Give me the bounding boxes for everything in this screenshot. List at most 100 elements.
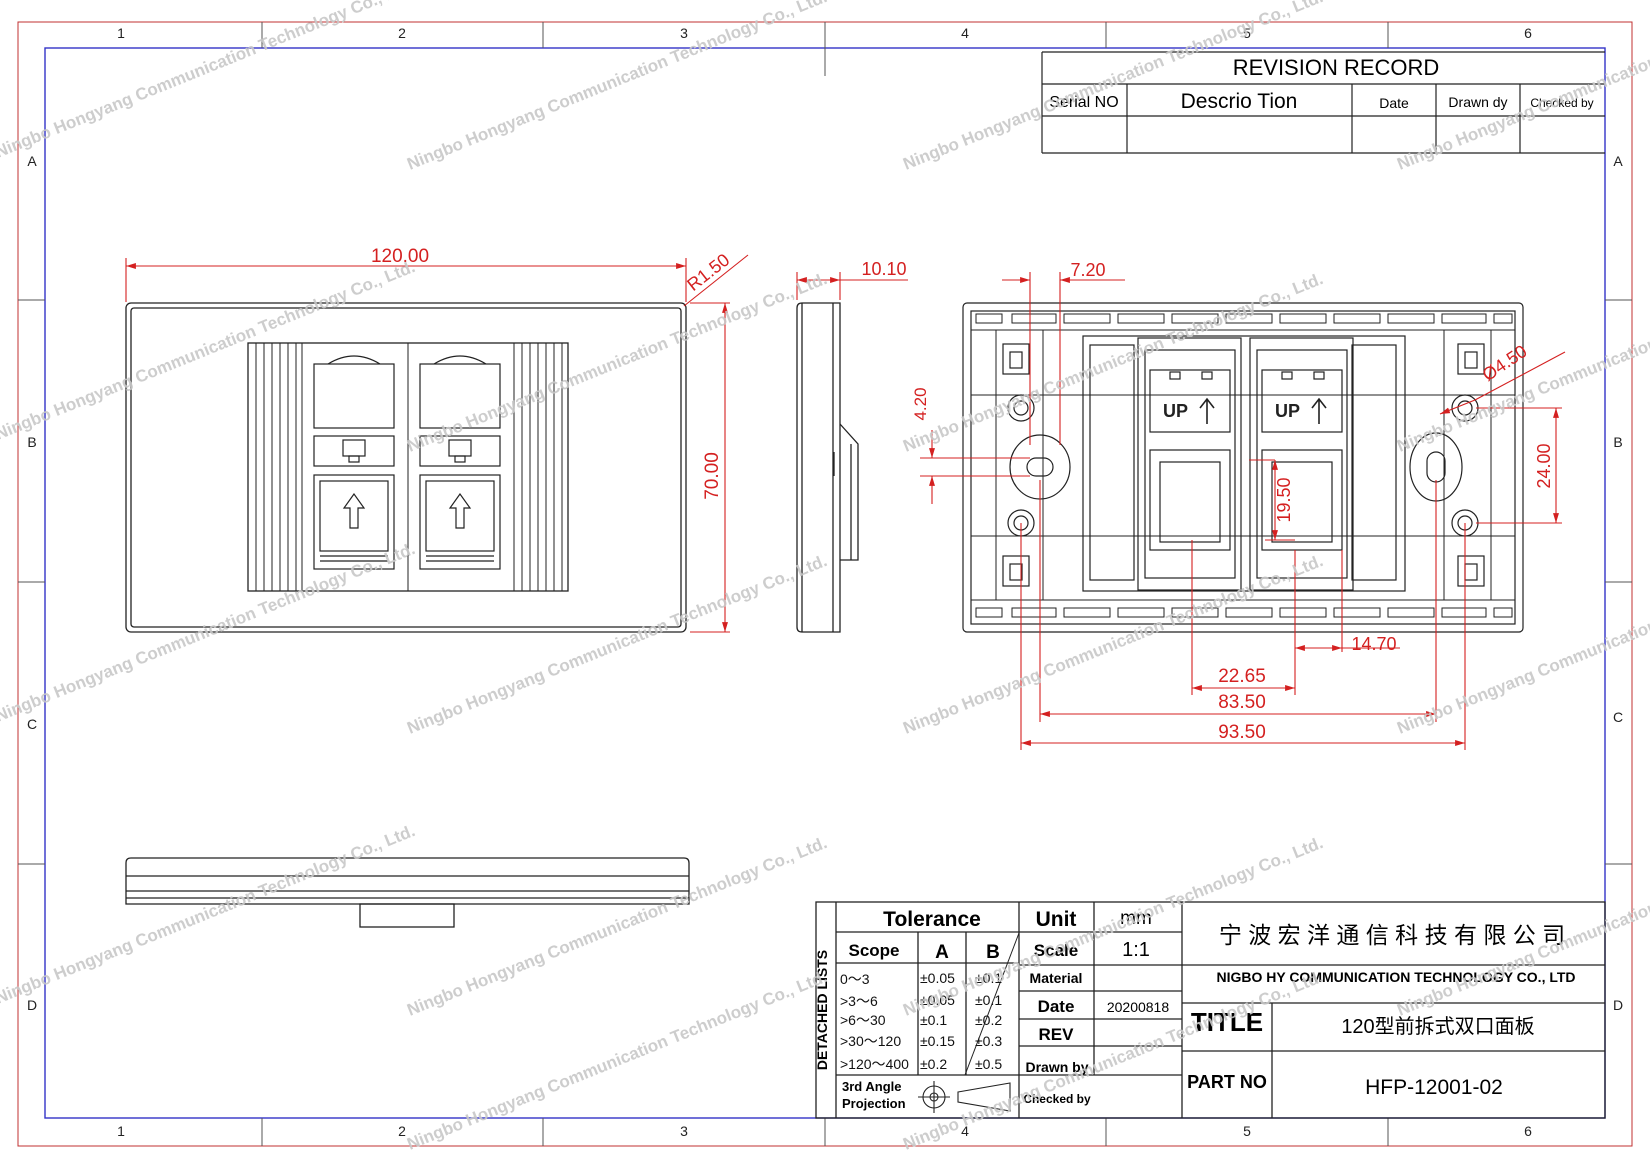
- col-label: 4: [961, 1123, 969, 1139]
- tolerance-b: ±0.3: [975, 1033, 1002, 1049]
- projection-label-1: 3rd Angle: [842, 1079, 901, 1094]
- date-value: 20200818: [1107, 999, 1170, 1015]
- drawing-title: 120型前拆式双口面板: [1341, 1015, 1534, 1038]
- watermark: Ningbo Hongyang Communication Technology…: [0, 0, 418, 162]
- scale-label: Scale: [1034, 941, 1078, 960]
- revision-header-date: Date: [1379, 95, 1409, 111]
- row-label: B: [1613, 434, 1622, 450]
- tolerance-scope: 0～3: [840, 971, 870, 987]
- front-view-dimensions: [125, 254, 749, 633]
- tolerance-scope: >3～6: [840, 993, 878, 1009]
- up-arrow-icon: [1199, 397, 1327, 424]
- dim-93-50: 93.50: [1218, 722, 1266, 743]
- up-label-right: UP: [1275, 401, 1300, 421]
- part-no-label: PART NO: [1187, 1072, 1267, 1092]
- tolerance-b: ±0.2: [975, 1012, 1002, 1028]
- company-name-en: NIGBO HY COMMUNICATION TECHNOLOGY CO., L…: [1216, 969, 1575, 985]
- col-label: 2: [398, 25, 406, 41]
- side-view-dimensions: [796, 272, 908, 300]
- watermark: Ningbo Hongyang Communication Technology…: [0, 257, 418, 444]
- row-label: B: [27, 434, 36, 450]
- row-label: C: [27, 716, 37, 732]
- title-label: TITLE: [1191, 1007, 1263, 1037]
- revision-header-checked: Checked by: [1530, 96, 1593, 110]
- unit-value: mm: [1120, 908, 1152, 929]
- dim-4-20: 4.20: [911, 387, 930, 420]
- tolerance-col-a: A: [935, 942, 949, 963]
- col-label: 6: [1524, 1123, 1532, 1139]
- scale-value: 1:1: [1122, 939, 1150, 961]
- up-label-left: UP: [1163, 401, 1188, 421]
- unit-label: Unit: [1036, 908, 1077, 931]
- tolerance-scope: >6～30: [840, 1012, 886, 1028]
- row-label: D: [1613, 997, 1623, 1013]
- tolerance-a: ±0.05: [920, 970, 955, 986]
- col-label: 3: [680, 1123, 688, 1139]
- revision-header-drawn: Drawn dy: [1448, 94, 1507, 110]
- col-label: 6: [1524, 25, 1532, 41]
- dim-83-50: 83.50: [1218, 692, 1266, 713]
- watermark: Ningbo Hongyang Communication Technology…: [0, 821, 418, 1008]
- projection-symbol: [918, 1081, 1011, 1113]
- front-view: [125, 302, 687, 633]
- projection-label-2: Projection: [842, 1096, 906, 1111]
- title-block: DETACHED LISTS Tolerance Unit mm Scope A…: [814, 901, 1606, 1119]
- back-view: [962, 302, 1524, 633]
- scope-label: Scope: [848, 941, 899, 960]
- watermark: Ningbo Hongyang Communication Technology…: [404, 0, 829, 174]
- rev-label: REV: [1039, 1025, 1075, 1044]
- rj45-port-right: [419, 355, 501, 570]
- watermark: Ningbo Hongyang Communication Technology…: [404, 551, 829, 738]
- tolerance-label: Tolerance: [883, 908, 981, 931]
- watermark: Ningbo Hongyang Communication Technology…: [1394, 0, 1650, 174]
- tolerance-b: ±0.1: [975, 992, 1002, 1008]
- tolerance-a: ±0.1: [920, 1012, 947, 1028]
- row-label: A: [1613, 153, 1623, 169]
- tolerance-col-b: B: [986, 942, 1000, 963]
- col-label: 1: [117, 1123, 125, 1139]
- revision-title: REVISION RECORD: [1233, 55, 1440, 80]
- revision-record-table: REVISION RECORD Serial NO Descrio Tion D…: [1041, 51, 1605, 154]
- row-label: D: [27, 997, 37, 1013]
- material-label: Material: [1030, 970, 1083, 986]
- tolerance-scope: >120～400: [840, 1056, 909, 1072]
- tolerance-b: ±0.5: [975, 1056, 1002, 1072]
- watermark: Ningbo Hongyang Communication Technology…: [404, 269, 829, 456]
- dim-thickness: 10.10: [861, 259, 906, 279]
- row-label: A: [27, 153, 37, 169]
- col-label: 4: [961, 25, 969, 41]
- tolerance-b: ±0.1: [975, 970, 1002, 986]
- col-label: 3: [680, 25, 688, 41]
- bottom-view: [125, 857, 690, 928]
- col-label: 2: [398, 1123, 406, 1139]
- part-no-value: HFP-12001-02: [1365, 1076, 1503, 1099]
- row-label: C: [1613, 709, 1623, 725]
- col-label: 1: [117, 25, 125, 41]
- back-view-dimensions: [920, 272, 1566, 750]
- dim-width: 120.00: [371, 246, 429, 267]
- revision-header-serial: Serial NO: [1049, 94, 1118, 111]
- dim-24-00: 24.00: [1534, 443, 1554, 488]
- rj45-port-left: [313, 355, 395, 570]
- col-label: 5: [1243, 1123, 1251, 1139]
- checked-by-label: Checked by: [1023, 1092, 1091, 1106]
- date-label: Date: [1038, 997, 1075, 1016]
- dim-22-65: 22.65: [1218, 666, 1266, 687]
- dim-7-20: 7.20: [1070, 260, 1105, 280]
- dim-14-70: 14.70: [1351, 634, 1396, 654]
- border-zone-labels: 1 2 3 4 5 6 1 2 3 4 5 6 A B C D A B C D: [27, 25, 1623, 1139]
- revision-header-description: Descrio Tion: [1181, 90, 1298, 113]
- company-name-cn: 宁 波 宏 洋 通 信 科 技 有 限 公 司: [1219, 922, 1565, 948]
- side-view: [796, 302, 859, 633]
- tolerance-scope: >30～120: [840, 1033, 901, 1049]
- detached-lists-label: DETACHED LISTS: [814, 950, 830, 1070]
- tolerance-a: ±0.15: [920, 1033, 955, 1049]
- tolerance-a: ±0.05: [920, 992, 955, 1008]
- col-label: 5: [1243, 25, 1251, 41]
- dim-19-50: 19.50: [1274, 477, 1294, 522]
- dim-height: 70.00: [702, 452, 723, 500]
- tolerance-a: ±0.2: [920, 1056, 947, 1072]
- watermark: Ningbo Hongyang Communication Technology…: [1394, 551, 1650, 738]
- drawn-by-label: Drawn by: [1025, 1059, 1088, 1075]
